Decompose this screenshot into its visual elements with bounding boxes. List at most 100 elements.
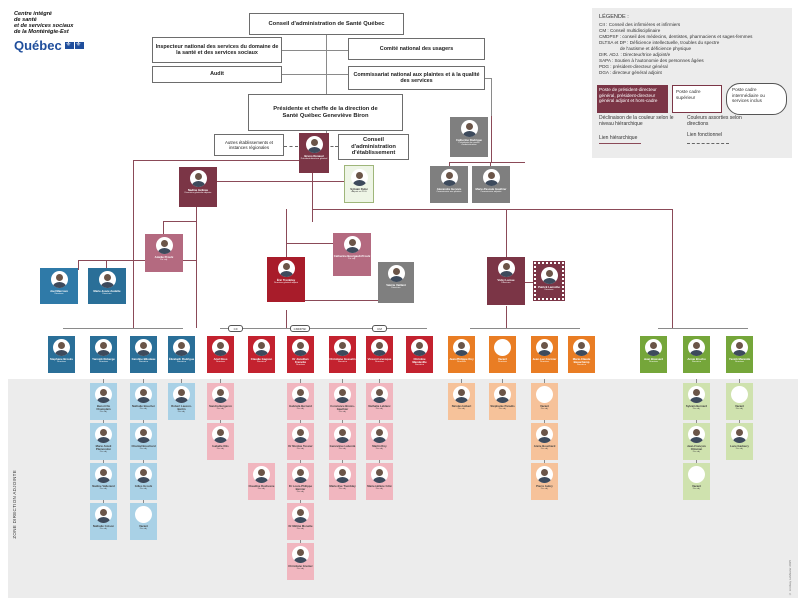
legend-link-f-line <box>687 143 729 144</box>
person-title: Dir. adj. <box>139 448 148 451</box>
person-title: Directrice <box>414 364 425 367</box>
portrait-icon <box>334 466 351 483</box>
person-name: Ariel Ross <box>213 357 228 361</box>
person-card-blue2[interactable]: Marie-Josée Audette Directrice <box>88 268 126 304</box>
portrait-icon <box>494 386 511 403</box>
person-name: Nathalie Leblanc <box>368 404 391 408</box>
person-card-pdg[interactable]: Bruno Renaud Président-directeur général <box>299 133 329 173</box>
person-card-pink2[interactable]: Catherine Bourgault-Proulx Dir. adj. <box>333 233 371 276</box>
person-title: Directeur <box>735 361 744 364</box>
person-name: Claudine Duchesne <box>248 484 275 488</box>
person-name: Dr Jonathan Frenette <box>292 357 309 365</box>
person-card-rep2[interactable]: Marie-Pascale Gauthier Commissaire adjoi… <box>472 166 510 203</box>
person-card-rep1[interactable]: Alexandre Gervais Commissaire aux plaint… <box>430 166 468 203</box>
legend-line: SAPA : Soutien à l'autonomie des personn… <box>599 58 704 63</box>
person-card-admin[interactable]: Catherine Rodrigue Présidente du conseil… <box>450 117 488 157</box>
person-card-maroon2[interactable]: Patrick Lamothe Directeur <box>533 261 565 301</box>
person-name: Christiane Grenier <box>288 564 313 568</box>
connector <box>449 162 450 168</box>
person-card-blue1[interactable]: Joel Marcoux Directeur <box>40 268 78 304</box>
person-name: Vacant <box>734 404 745 408</box>
person-title: Dir. adj. <box>99 411 108 414</box>
person-title: Directrice <box>138 361 149 364</box>
portrait-icon <box>135 339 152 356</box>
portrait-icon <box>305 136 323 153</box>
connector <box>491 78 492 116</box>
person-card-dga1[interactable]: Nadine Gélinas Directrice générale adjoi… <box>179 167 217 207</box>
person-name: Luce Gadoury <box>730 444 749 448</box>
legend-key-exec: Poste de président-directeur général, pr… <box>597 85 668 113</box>
person-name: Vincent Lévesque <box>367 357 392 361</box>
person-card-grey1[interactable]: Valérie Vaillant Directrice <box>378 262 414 303</box>
person-name: Jean-Philippe Roy <box>449 357 474 361</box>
person-card-red-chief[interactable]: Éric Tremblay Directeur général adjoint <box>267 257 305 302</box>
person-name: Nicolas Hébert <box>451 404 472 408</box>
badge-cm: CM <box>372 325 387 332</box>
person-name: Vacant <box>539 404 550 408</box>
portrait-icon <box>292 426 309 443</box>
portrait-icon <box>292 546 309 563</box>
person-name: Vacant <box>691 484 702 488</box>
portrait-icon <box>95 339 112 356</box>
person-title: Dir. adj. <box>540 408 549 411</box>
person-card-adv[interactable]: Sylvain Dubé Adjoint au PDG <box>344 165 374 203</box>
person-card-pink1[interactable]: Amélie Proulx Dir. adj. <box>145 234 183 272</box>
person-card-grey2[interactable]: Vicky Larose Directrice <box>487 257 525 305</box>
logo-line2: de santé <box>14 16 37 23</box>
connector <box>196 207 197 237</box>
person-title: Dir. adj. <box>375 408 384 411</box>
person-title: Directeur <box>540 361 549 364</box>
person-title: Dir. adj. <box>296 448 305 451</box>
